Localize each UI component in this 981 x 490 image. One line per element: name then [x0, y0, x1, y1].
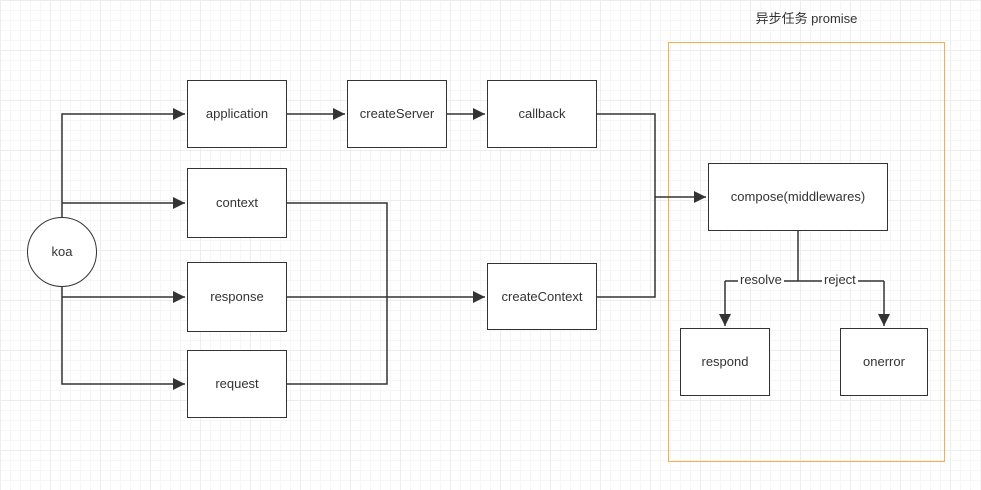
application-node: application	[187, 80, 287, 148]
response-node: response	[187, 262, 287, 332]
edge-koa-request	[61, 286, 185, 390]
resolve-edge-label: resolve	[738, 272, 784, 288]
edge-callback-createContext-bus	[597, 113, 656, 298]
callback-label: callback	[518, 106, 566, 122]
createcontext-node: createContext	[487, 263, 597, 330]
createcontext-label: createContext	[501, 288, 583, 304]
compose-label: compose(middlewares)	[730, 189, 866, 205]
application-label: application	[205, 106, 269, 122]
edge-koa-application	[61, 108, 185, 218]
onerror-label: onerror	[863, 354, 905, 370]
koa-label: koa	[51, 244, 73, 260]
context-node: context	[187, 168, 287, 238]
koa-node: koa	[27, 217, 97, 287]
request-label: request	[215, 376, 259, 392]
response-label: response	[210, 289, 264, 305]
callback-node: callback	[487, 80, 597, 148]
respond-label: respond	[701, 354, 749, 370]
edge-context-request-merge	[287, 202, 388, 385]
createserver-label: createServer	[359, 106, 435, 122]
reject-edge-label: reject	[822, 272, 858, 288]
onerror-node: onerror	[840, 328, 928, 396]
request-node: request	[187, 350, 287, 418]
createserver-node: createServer	[347, 80, 447, 148]
promise-group-box	[668, 42, 945, 462]
respond-node: respond	[680, 328, 770, 396]
compose-node: compose(middlewares)	[708, 163, 888, 231]
promise-group-title: 异步任务 promise	[755, 11, 858, 26]
context-label: context	[216, 195, 258, 211]
